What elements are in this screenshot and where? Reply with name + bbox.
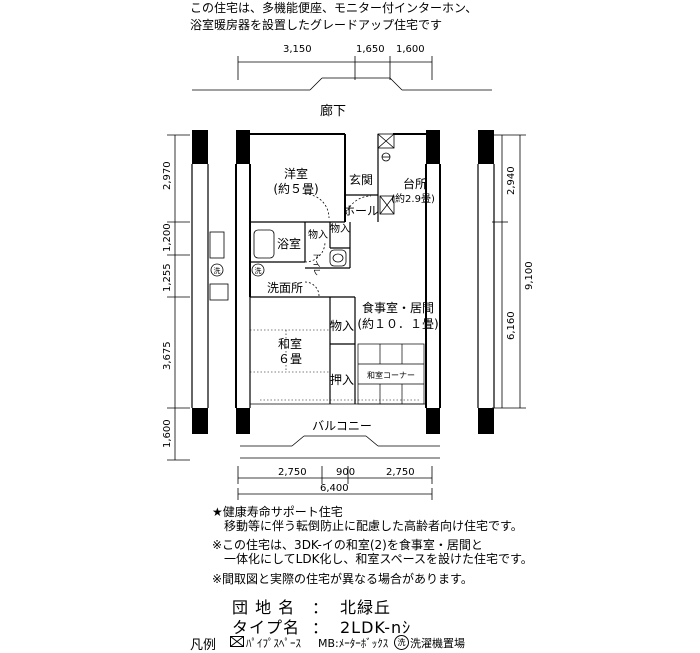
legend-title: 凡例: [190, 638, 217, 653]
dim-top-3: 1,600: [396, 44, 425, 55]
room-oshiire: 押入: [330, 373, 354, 387]
note-5: ※間取図と実際の住宅が異なる場合があります。: [212, 572, 473, 586]
estate-label: 団 地 名: [232, 598, 296, 617]
dim-right-2: 9,100: [524, 261, 535, 290]
dim-left-5: 1,600: [162, 419, 173, 448]
room-japanese: 和室: [278, 336, 302, 351]
room-western-size: (約５畳): [273, 181, 318, 196]
dim-right-1: 2,940: [506, 166, 517, 195]
note-1: ★健康寿命サポート住宅: [212, 505, 343, 519]
intro-line-1: この住宅は、多機能便座、モニター付インターホン、: [190, 1, 478, 15]
washer-icon-char: 洗: [397, 638, 406, 647]
estate-colon: ：: [312, 598, 330, 617]
legend-meter-box: MB:ﾒｰﾀｰﾎﾞｯｸｽ: [318, 637, 389, 650]
neighbor-walls: [192, 130, 494, 434]
dim-top-1: 3,150: [283, 44, 312, 55]
room-kitchen: 台所: [403, 176, 427, 191]
room-storage-1: 物入: [308, 228, 328, 241]
type-value: 2LDK-nｼ: [340, 618, 412, 637]
room-toilet: トイレ: [312, 252, 321, 276]
washer-icon: 洗: [394, 635, 409, 650]
dim-bottom-total: 6,400: [320, 483, 349, 494]
room-dining-living-size: (約１０．１畳): [357, 316, 438, 331]
room-kitchen-size: (約2.9畳): [391, 192, 435, 205]
dim-right-3: 6,160: [506, 311, 517, 340]
room-balcony: バルコニー: [312, 419, 372, 433]
washer-mark: 洗: [255, 266, 262, 275]
dim-left-2: 1,200: [162, 223, 173, 252]
dim-bottom-3: 2,750: [386, 467, 415, 478]
room-bathroom: 浴室: [277, 236, 301, 251]
dim-bottom-2: 900: [336, 467, 355, 478]
note-4: 一体化にしてLDK化し、和室スペースを設けた住宅です。: [212, 552, 533, 566]
dim-left-1: 2,970: [162, 161, 173, 190]
pipe-space-icon: [230, 636, 244, 647]
dim-left-4: 3,675: [162, 341, 173, 370]
dimension-lines: [167, 56, 526, 500]
floor-plan: 3,150 1,650 1,600 2,970 1,200 1,255 3,67…: [162, 44, 535, 500]
dim-bottom-1: 2,750: [278, 467, 307, 478]
intro-line-2: 浴室暖房器を設置したグレードアップ住宅です: [190, 18, 443, 32]
legend-pipe-space: ﾊﾟｲﾌﾟｽﾍﾟｰｽ: [246, 637, 301, 650]
estate-value: 北緑丘: [340, 598, 392, 617]
room-hall: ホール: [343, 204, 379, 218]
type-label: タイプ名: [232, 618, 301, 637]
room-storage-3: 物入: [330, 319, 354, 333]
dim-left-3: 1,255: [162, 263, 173, 292]
dim-top-2: 1,650: [356, 44, 385, 55]
room-washroom: 洗面所: [267, 281, 303, 295]
note-3: ※この住宅は、3DK-イの和室(2)を食事室・居間と: [212, 538, 483, 552]
room-storage-2: 物入: [330, 222, 350, 235]
note-2: 移動等に伴う転倒防止に配慮した高齢者向け住宅です。: [212, 519, 523, 533]
room-japanese-corner: 和室コーナー: [367, 370, 415, 380]
room-japanese-size: ６畳: [278, 352, 302, 366]
type-colon: ：: [312, 618, 330, 637]
room-western: 洋室: [284, 166, 308, 181]
neighbor-washer-mark: 洗: [214, 266, 221, 275]
japanese-corner-tatami: [357, 343, 425, 405]
room-dining-living: 食事室・居間: [362, 300, 434, 315]
corridor-label: 廊下: [320, 103, 346, 119]
unit-columns: [236, 130, 440, 434]
legend-washer-area: 洗濯機置場: [410, 637, 465, 650]
room-entrance: 玄関: [349, 172, 373, 187]
